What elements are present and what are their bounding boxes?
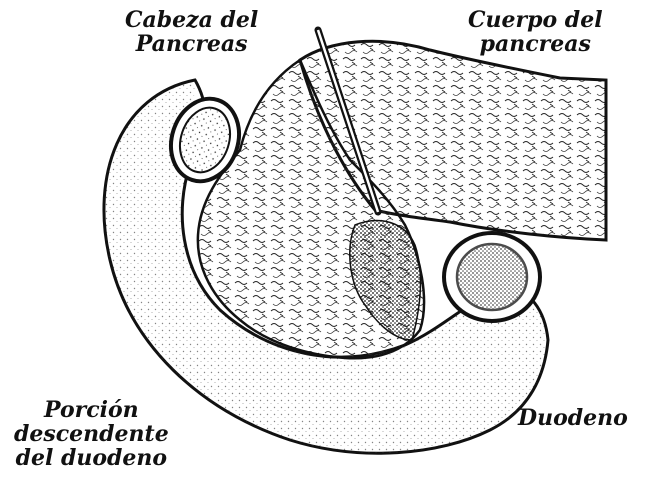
label-duodenum: Duodeno xyxy=(518,406,628,430)
label-head-of-pancreas: Cabeza del Pancreas xyxy=(125,8,258,56)
label-descending-duodenum: Porción descendente del duodeno xyxy=(14,398,169,470)
label-body-of-pancreas: Cuerpo del pancreas xyxy=(468,8,603,56)
